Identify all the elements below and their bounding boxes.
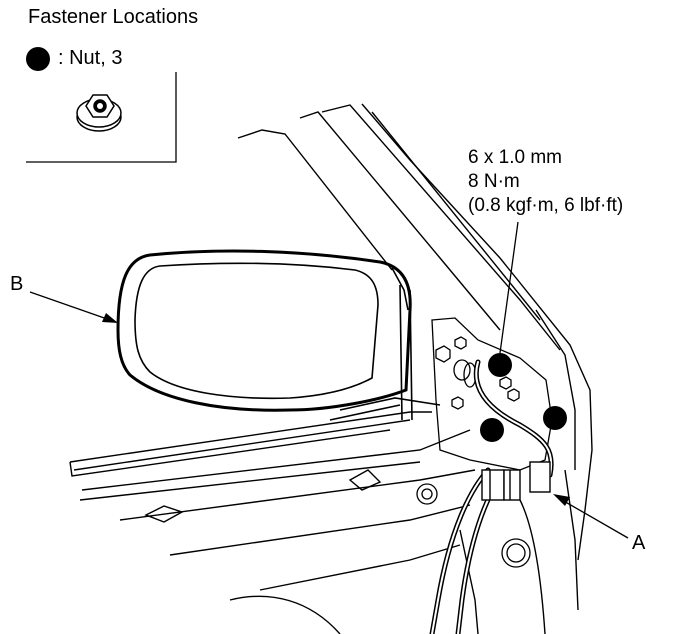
- door-panel: [69, 411, 546, 634]
- torque-leader: [499, 221, 519, 354]
- callout-a-label: A: [632, 532, 646, 554]
- legend-box: [26, 72, 177, 163]
- arrowheads: [102, 313, 570, 506]
- door-frame: [237, 103, 593, 611]
- flange-nut-icon: [76, 94, 122, 132]
- torque-nm-spec: 8 N·m: [468, 171, 520, 192]
- fastener-size-spec: 6 x 1.0 mm: [468, 147, 562, 168]
- callout-a-leader: [561, 499, 629, 539]
- fastener-nuts: [480, 353, 567, 442]
- torque-alt-spec: (0.8 kgf·m, 6 lbf·ft): [468, 195, 624, 216]
- legend-nut-symbol: [26, 47, 50, 71]
- callout-b-arrowhead: [102, 313, 118, 323]
- leader-lines: [29, 221, 629, 539]
- diagram-title: Fastener Locations: [28, 6, 199, 28]
- callout-b-label: B: [10, 273, 24, 295]
- nut-top: [488, 353, 512, 377]
- legend-label: : Nut, 3: [58, 47, 123, 69]
- callout-b-leader: [29, 291, 111, 321]
- side-mirror: [116, 249, 441, 421]
- nut-lower: [480, 418, 504, 442]
- connectors: [481, 461, 551, 501]
- mounting-bracket: [416, 317, 553, 568]
- mounting-studs: [435, 336, 520, 410]
- callout-a-arrowhead: [553, 494, 570, 506]
- nut-right: [543, 406, 567, 430]
